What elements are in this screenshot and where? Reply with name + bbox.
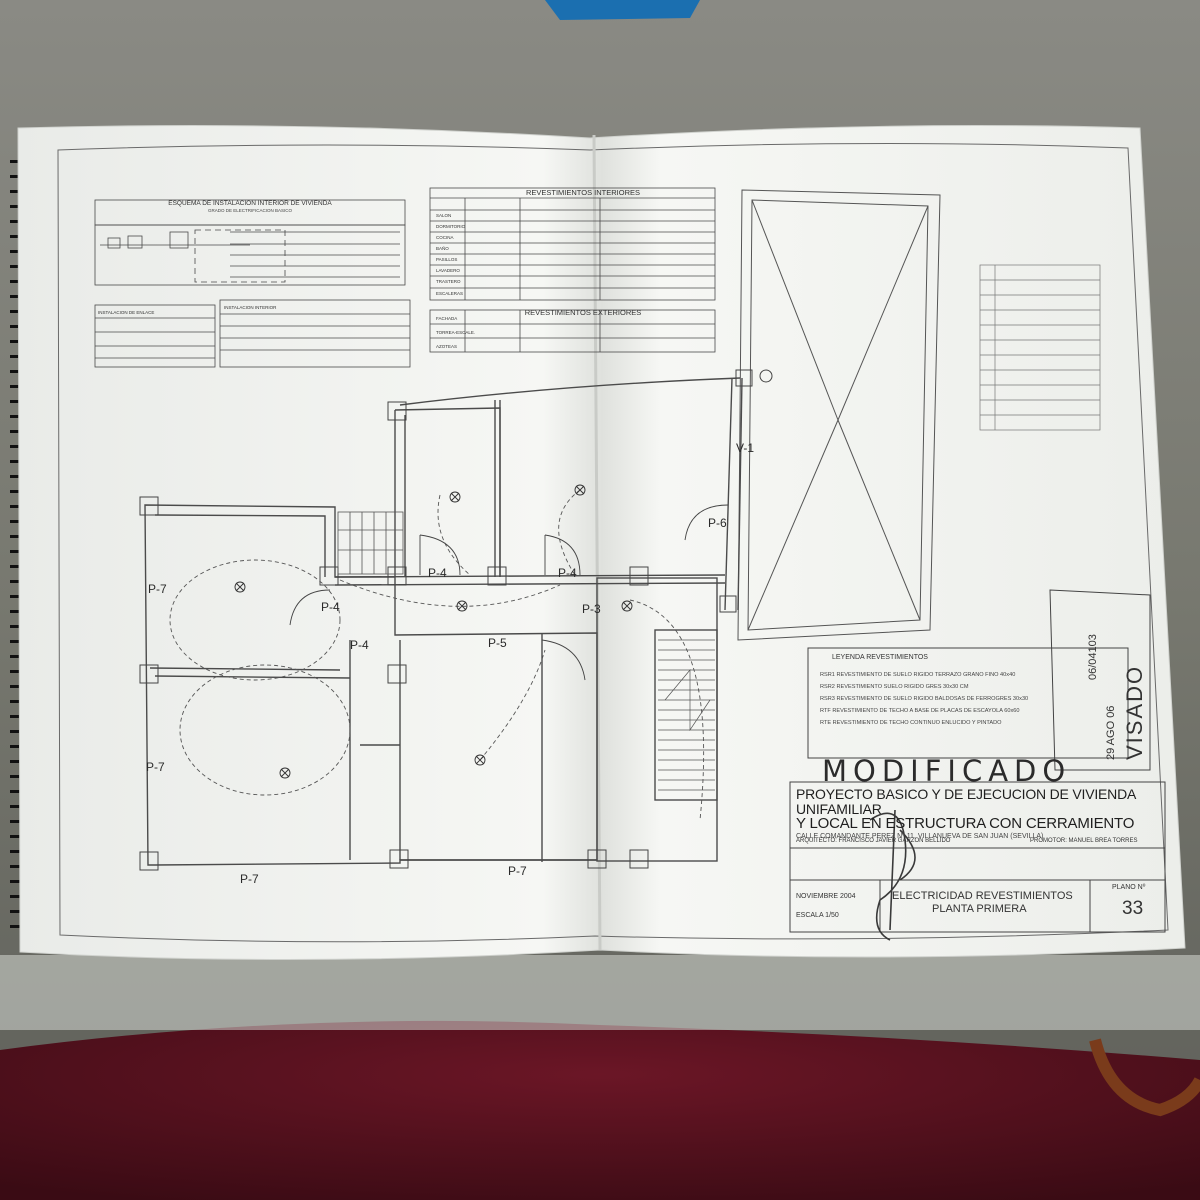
project-line-1: PROYECTO BASICO Y DE EJECUCION DE VIVIEN… xyxy=(796,786,1136,817)
schema-legend-left-title: INSTALACION DE ENLACE xyxy=(98,310,154,315)
leyenda-line: RTE REVESTIMIENTO DE TECHO CONTINUO ENLU… xyxy=(820,720,1002,726)
ext-name: AZOTEAS xyxy=(436,344,457,349)
leyenda-revestimientos: LEYENDA REVESTIMIENTOS RSR1 REVESTIMIENT… xyxy=(820,654,1122,729)
door-label-p7: P-7 xyxy=(148,582,167,596)
door-label-p7: P-7 xyxy=(508,864,527,878)
red-cloth xyxy=(0,1020,1200,1200)
ext-name: FACHADA xyxy=(436,316,457,321)
title-block xyxy=(789,589,1166,933)
plano-label: PLANO Nº xyxy=(1112,884,1146,891)
room-name: TRASTERO xyxy=(436,279,461,284)
revestimientos-tables xyxy=(429,187,716,353)
door-label-p5: P-5 xyxy=(488,636,507,650)
blue-object xyxy=(545,0,700,20)
window-label-v1: V-1 xyxy=(736,441,755,455)
ceiling-lamps xyxy=(234,484,633,779)
cartouche-project: PROYECTO BASICO Y DE EJECUCION DE VIVIEN… xyxy=(796,786,1162,841)
cartouche-architect: ARQUITECTO: FRANCISCO JAVIER GARZON BELL… xyxy=(796,838,951,844)
door-label-p6: P-6 xyxy=(708,516,727,530)
door-swings xyxy=(289,504,729,681)
structural-columns xyxy=(139,369,773,871)
stair-treads xyxy=(658,639,715,791)
cartouche-promoter: PROMOTOR: MANUEL BREA TORRES xyxy=(1030,838,1138,844)
visado-date: 29 AGO 06 xyxy=(1105,705,1117,760)
door-label-p4: P-4 xyxy=(321,600,340,614)
floor-plan-walls xyxy=(144,377,743,866)
project-address: CALLE COMANDANTE PEREZ Nº 11, VILLANUEVA… xyxy=(796,833,1044,840)
electrical-circuits xyxy=(169,489,705,821)
electrical-schema xyxy=(94,199,411,368)
modificado-stamp: MODIFICADO xyxy=(822,754,1072,788)
door-label-p7: P-7 xyxy=(146,760,165,774)
room-name-list: SALON DORMITORIO COCINA BAÑO PASILLOS LA… xyxy=(436,213,475,349)
paper-sheet xyxy=(17,125,1186,961)
room-name: PASILLOS xyxy=(436,257,457,262)
room-name: SALON xyxy=(436,213,451,218)
room-name: COCINA xyxy=(436,235,454,240)
leyenda-line: RSR1 REVESTIMIENTO DE SUELO RIGIDO TERRA… xyxy=(820,672,1016,678)
visado-number: 06/04103 xyxy=(1087,634,1099,680)
schema-title: ESQUEMA DE INSTALACION INTERIOR DE VIVIE… xyxy=(168,200,332,207)
bag-handle xyxy=(1089,1038,1200,1117)
signature-scribble xyxy=(869,809,916,941)
room-name: LAVADERO xyxy=(436,268,460,273)
drawing-frame xyxy=(57,142,1169,943)
exteriores-title: REVESTIMIENTOS EXTERIORES xyxy=(525,308,642,317)
room-name: BAÑO xyxy=(436,245,449,251)
visado-stamp: VISADO xyxy=(1122,664,1147,760)
door-label-p4: P-4 xyxy=(350,638,369,652)
door-label-p4: P-4 xyxy=(428,566,447,580)
symbol-legend-table xyxy=(979,264,1101,431)
room-name: ESCALERAS xyxy=(436,291,463,296)
schema-subtitle: GRADO DE ELECTRIFICACION BASICO xyxy=(208,208,293,213)
ext-name: TORREA-ESCALE. xyxy=(436,330,475,335)
cartouche-date: NOVIEMBRE 2004 xyxy=(796,893,856,900)
cartouche-scale: ESCALA 1/50 xyxy=(796,912,839,919)
leyenda-title: LEYENDA REVESTIMIENTOS xyxy=(832,654,928,661)
terrace-area xyxy=(737,189,941,641)
interiores-title: REVESTIMIENTOS INTERIORES xyxy=(526,188,640,197)
schema-legend-right-title: INSTALACION INTERIOR xyxy=(224,305,277,310)
page-fold xyxy=(592,134,602,951)
project-line-2: Y LOCAL EN ESTRUCTURA CON CERRAMIENTO xyxy=(796,815,1135,832)
window-panel xyxy=(337,511,404,575)
room-name: DORMITORIO xyxy=(436,224,466,229)
sheet-title-2: PLANTA PRIMERA xyxy=(932,903,1027,915)
plastic-sleeve xyxy=(0,955,1200,1030)
spiral-binding xyxy=(10,160,22,928)
door-label-p4: P-4 xyxy=(558,566,577,580)
leyenda-line: RSR3 REVESTIMIENTO DE SUELO RIGIDO BALDO… xyxy=(820,696,1029,702)
leyenda-line: RTF REVESTIMIENTO DE TECHO A BASE DE PLA… xyxy=(820,708,1020,714)
leyenda-line: RSR2 REVESTIMIENTO SUELO RIGIDO GRES 30x… xyxy=(820,684,969,690)
door-label-p7: P-7 xyxy=(240,872,259,886)
plano-number: 33 xyxy=(1122,898,1144,919)
sheet-title-1: ELECTRICIDAD REVESTIMIENTOS xyxy=(892,890,1073,902)
door-label-p3: P-3 xyxy=(582,602,601,616)
